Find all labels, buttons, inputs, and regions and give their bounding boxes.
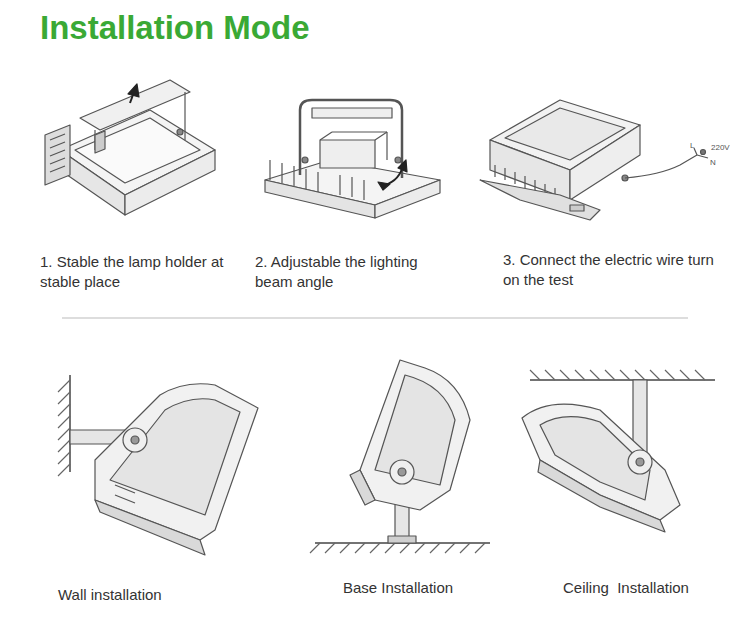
separator-line: [62, 318, 688, 319]
mode-caption: Wall installation: [58, 585, 162, 605]
base-installation-figure: [310, 360, 490, 553]
wall-installation-figure: [58, 375, 258, 555]
step-caption: 2. Adjustable the lighting beam angle: [255, 252, 455, 292]
wire-label: 220V: [711, 143, 730, 152]
ceiling-installation-figure: [522, 370, 715, 532]
lamp-step-1: [45, 80, 215, 215]
lamp-step-3: [480, 100, 708, 220]
mode-caption: Base Installation: [343, 578, 453, 598]
mode-caption: Ceiling Installation: [563, 578, 689, 598]
page-title: Installation Mode: [40, 8, 310, 48]
lamp-step-2: [265, 100, 440, 218]
wire-label: N: [710, 158, 716, 167]
step-caption: 1. Stable the lamp holder at stable plac…: [40, 252, 240, 292]
step-caption: 3. Connect the electric wire turn on the…: [503, 250, 718, 290]
wire-label: L: [690, 141, 694, 150]
